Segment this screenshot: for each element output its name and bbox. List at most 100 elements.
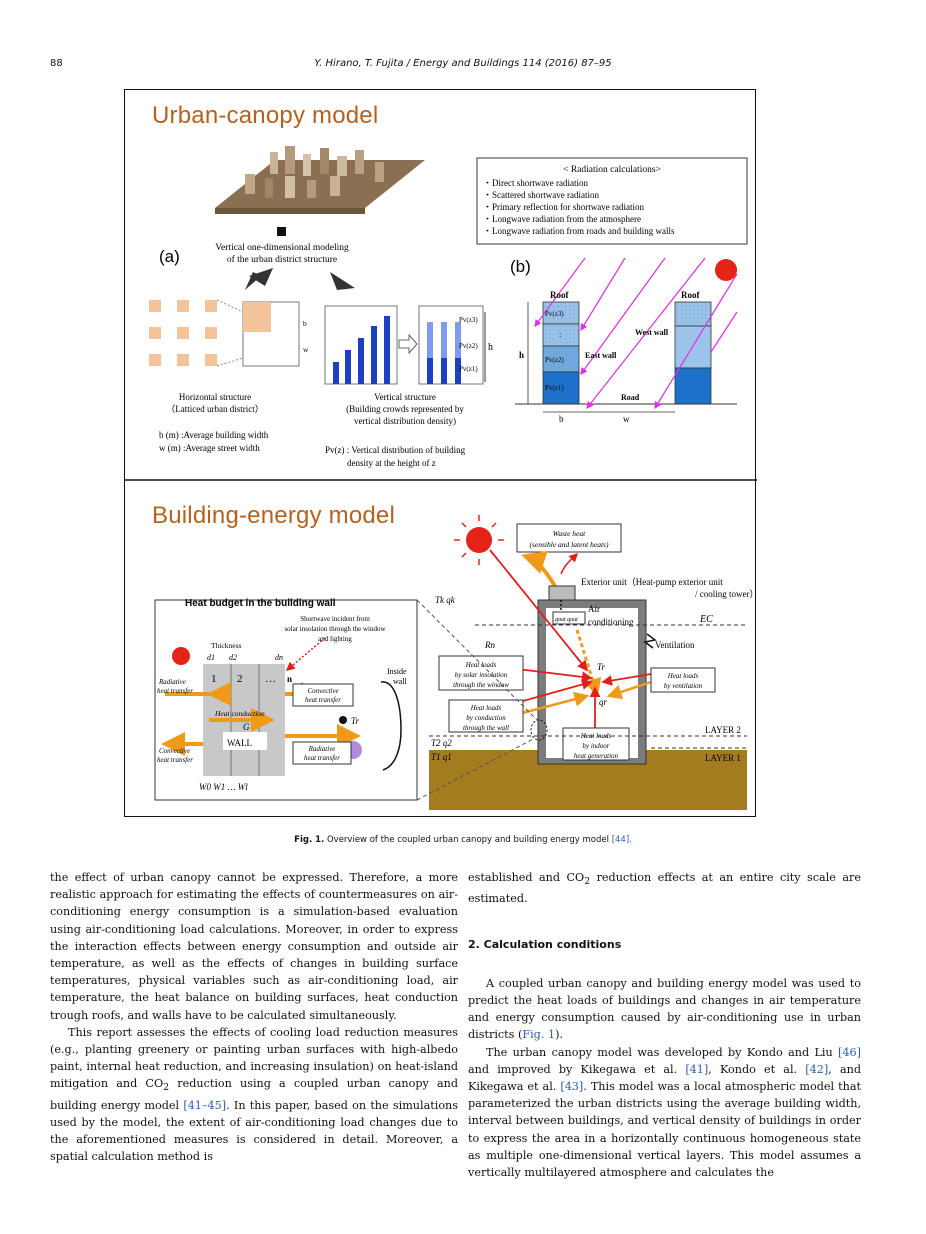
right-column: established and CO2 reduction effects at… — [468, 869, 861, 1181]
exterior-unit-2: / cooling tower） — [695, 589, 757, 599]
ref-link-41-45[interactable]: [41–45] — [183, 1098, 227, 1112]
horizontal-structure-label-1: Horizontal structure — [179, 392, 251, 402]
left-column: the effect of urban canopy cannot be exp… — [50, 869, 458, 1166]
radiative-in-2: heat transfer — [304, 754, 340, 762]
figure-1: Urban-canopy model Building-energy model — [124, 89, 757, 817]
d1-label: d1 — [207, 653, 215, 662]
radiative-in-1: Radiative — [308, 745, 336, 753]
vertical-modeling-text-2: of the urban district structure — [227, 254, 337, 265]
radiation-item-5: ・Longwave radiation from roads and build… — [483, 226, 675, 236]
ref-link-46[interactable]: [46] — [838, 1045, 861, 1059]
layer-n: n — [287, 674, 292, 684]
rn-label: Rn — [484, 640, 495, 650]
t2q2-label: T2 q2 — [431, 738, 452, 748]
ventilation-label: Ventilation — [655, 640, 695, 650]
layer1-label: LAYER 1 — [705, 753, 741, 763]
caption-text: Overview of the coupled urban canopy and… — [326, 835, 609, 845]
vertical-structure-label-3: vertical distribution density) — [354, 416, 456, 426]
indoor-load-1: Heat loads — [580, 732, 612, 740]
radiative-left-2: heat transfer — [157, 687, 193, 695]
inside-wall-2: wall — [393, 677, 408, 686]
figure-1-drawing: Vertical one-dimensional modeling of the… — [125, 146, 757, 810]
tr-label: Tr — [597, 662, 606, 672]
left-paragraph-1: the effect of urban canopy cannot be exp… — [50, 871, 458, 1022]
w-labels: W0 W1 … Wl — [199, 782, 248, 792]
layer-1: 1 — [211, 673, 217, 685]
east-wall-label: East wall — [585, 351, 617, 360]
roof-right: Roof — [681, 290, 700, 300]
layer-dots: … — [265, 673, 276, 685]
conditioning-label: conditioning — [588, 617, 634, 627]
shortwave-3: and lighting — [318, 635, 352, 643]
qout-label: qout qout — [555, 617, 578, 623]
canyon-pv-z1: Pv(z1) — [545, 384, 564, 392]
radiation-item-2: ・Scattered shortwave radiation — [483, 190, 599, 200]
g-label: G — [243, 722, 250, 732]
waste-heat-1: Waste heat — [553, 529, 586, 538]
page-number: 88 — [50, 58, 63, 69]
right-paragraph-2: A coupled urban canopy and building ener… — [468, 976, 861, 1042]
vent-load-1: Heat loads — [667, 672, 699, 680]
section-heading: 2. Calculation conditions — [468, 937, 622, 951]
ref-link-41[interactable]: [41] — [685, 1062, 709, 1076]
building-energy-title: Building-energy model — [152, 502, 396, 529]
convective-left-2: heat transfer — [157, 756, 193, 764]
wall-label: WALL — [227, 738, 252, 748]
shortwave-1: Shortwave incident from — [300, 615, 370, 623]
fig-1-link[interactable]: Fig. 1 — [522, 1028, 556, 1042]
wall-tr-label: Tr — [351, 716, 360, 726]
figure-caption: Fig. 1. Overview of the coupled urban ca… — [0, 835, 926, 845]
ref-link-42[interactable]: [42] — [805, 1062, 829, 1076]
road-label: Road — [621, 393, 640, 402]
canyon-dots: : — [559, 330, 561, 339]
layer2-label: LAYER 2 — [705, 725, 741, 735]
canyon-pv-z2: Pv(z2) — [545, 356, 564, 364]
wall-heat-budget-box — [154, 599, 540, 801]
legend-w: w (m) :Average street width — [159, 443, 260, 453]
urban-canopy-title: Urban-canopy model — [152, 102, 379, 129]
conduction-load-1: Heat loads — [470, 704, 502, 712]
vertical-h: h — [488, 342, 493, 353]
running-head: Y. Hirano, T. Fujita / Energy and Buildi… — [314, 58, 612, 69]
ec-label: EC — [699, 614, 713, 625]
vertical-structure-label-2: (Building crowds represented by — [346, 404, 464, 414]
radiation-title: < Radiation calculations> — [563, 165, 661, 175]
caption-ref-link[interactable]: [44]. — [611, 835, 632, 845]
solar-load-1: Heat loads — [465, 661, 497, 669]
vent-load-2: by ventilation — [664, 682, 703, 690]
tk-qk-label: Tk qk — [435, 595, 456, 605]
d2-label: d2 — [229, 653, 237, 662]
city-illustration — [215, 146, 425, 214]
indoor-load-2: by indoor — [582, 742, 609, 750]
west-wall-label: West wall — [635, 328, 669, 337]
label-b: (b) — [510, 257, 531, 276]
inside-wall-1: Inside — [387, 667, 407, 676]
conduction-load-3: through the wall — [463, 724, 509, 732]
sun-icon-bottom — [454, 515, 504, 565]
legend-pv-2: density at the height of z — [347, 458, 436, 468]
ref-link-43[interactable]: [43] — [560, 1080, 584, 1094]
label-a: (a) — [159, 247, 180, 266]
shortwave-2: solar insolation through the window — [284, 625, 386, 633]
indoor-load-3: heat generation — [574, 752, 619, 760]
t1q1-label: T1 q1 — [431, 752, 452, 762]
right-paragraph-3: The urban canopy model was developed by … — [468, 1045, 861, 1180]
radiation-calculations-box: < Radiation calculations> ・Direct shortw… — [476, 157, 748, 245]
qr-label: qr — [599, 697, 608, 707]
legend-b: b (m) :Average building width — [159, 430, 269, 440]
pv-z3: Pv(z3) — [459, 316, 478, 324]
lattice-w: w — [303, 345, 309, 354]
convective-in-1: Convective — [307, 687, 338, 695]
roof-left: Roof — [550, 290, 569, 300]
thickness-label: Thickness — [211, 641, 241, 650]
conduction-load-2: by conduction — [466, 714, 506, 722]
solar-load-2: by solar insolation — [455, 671, 508, 679]
right-paragraph-1: established and CO2 reduction effects at… — [468, 871, 861, 906]
lattice-b: b — [303, 319, 307, 328]
radiative-left-1: Radiative — [158, 678, 186, 686]
vertical-modeling-text-1: Vertical one-dimensional modeling — [215, 243, 349, 253]
air-label: Air — [588, 604, 600, 614]
waste-heat-2: (sensible and latent heats) — [530, 540, 609, 549]
left-paragraph-2: This report assesses the effects of cool… — [50, 1025, 459, 1164]
canyon-b: b — [559, 414, 564, 424]
